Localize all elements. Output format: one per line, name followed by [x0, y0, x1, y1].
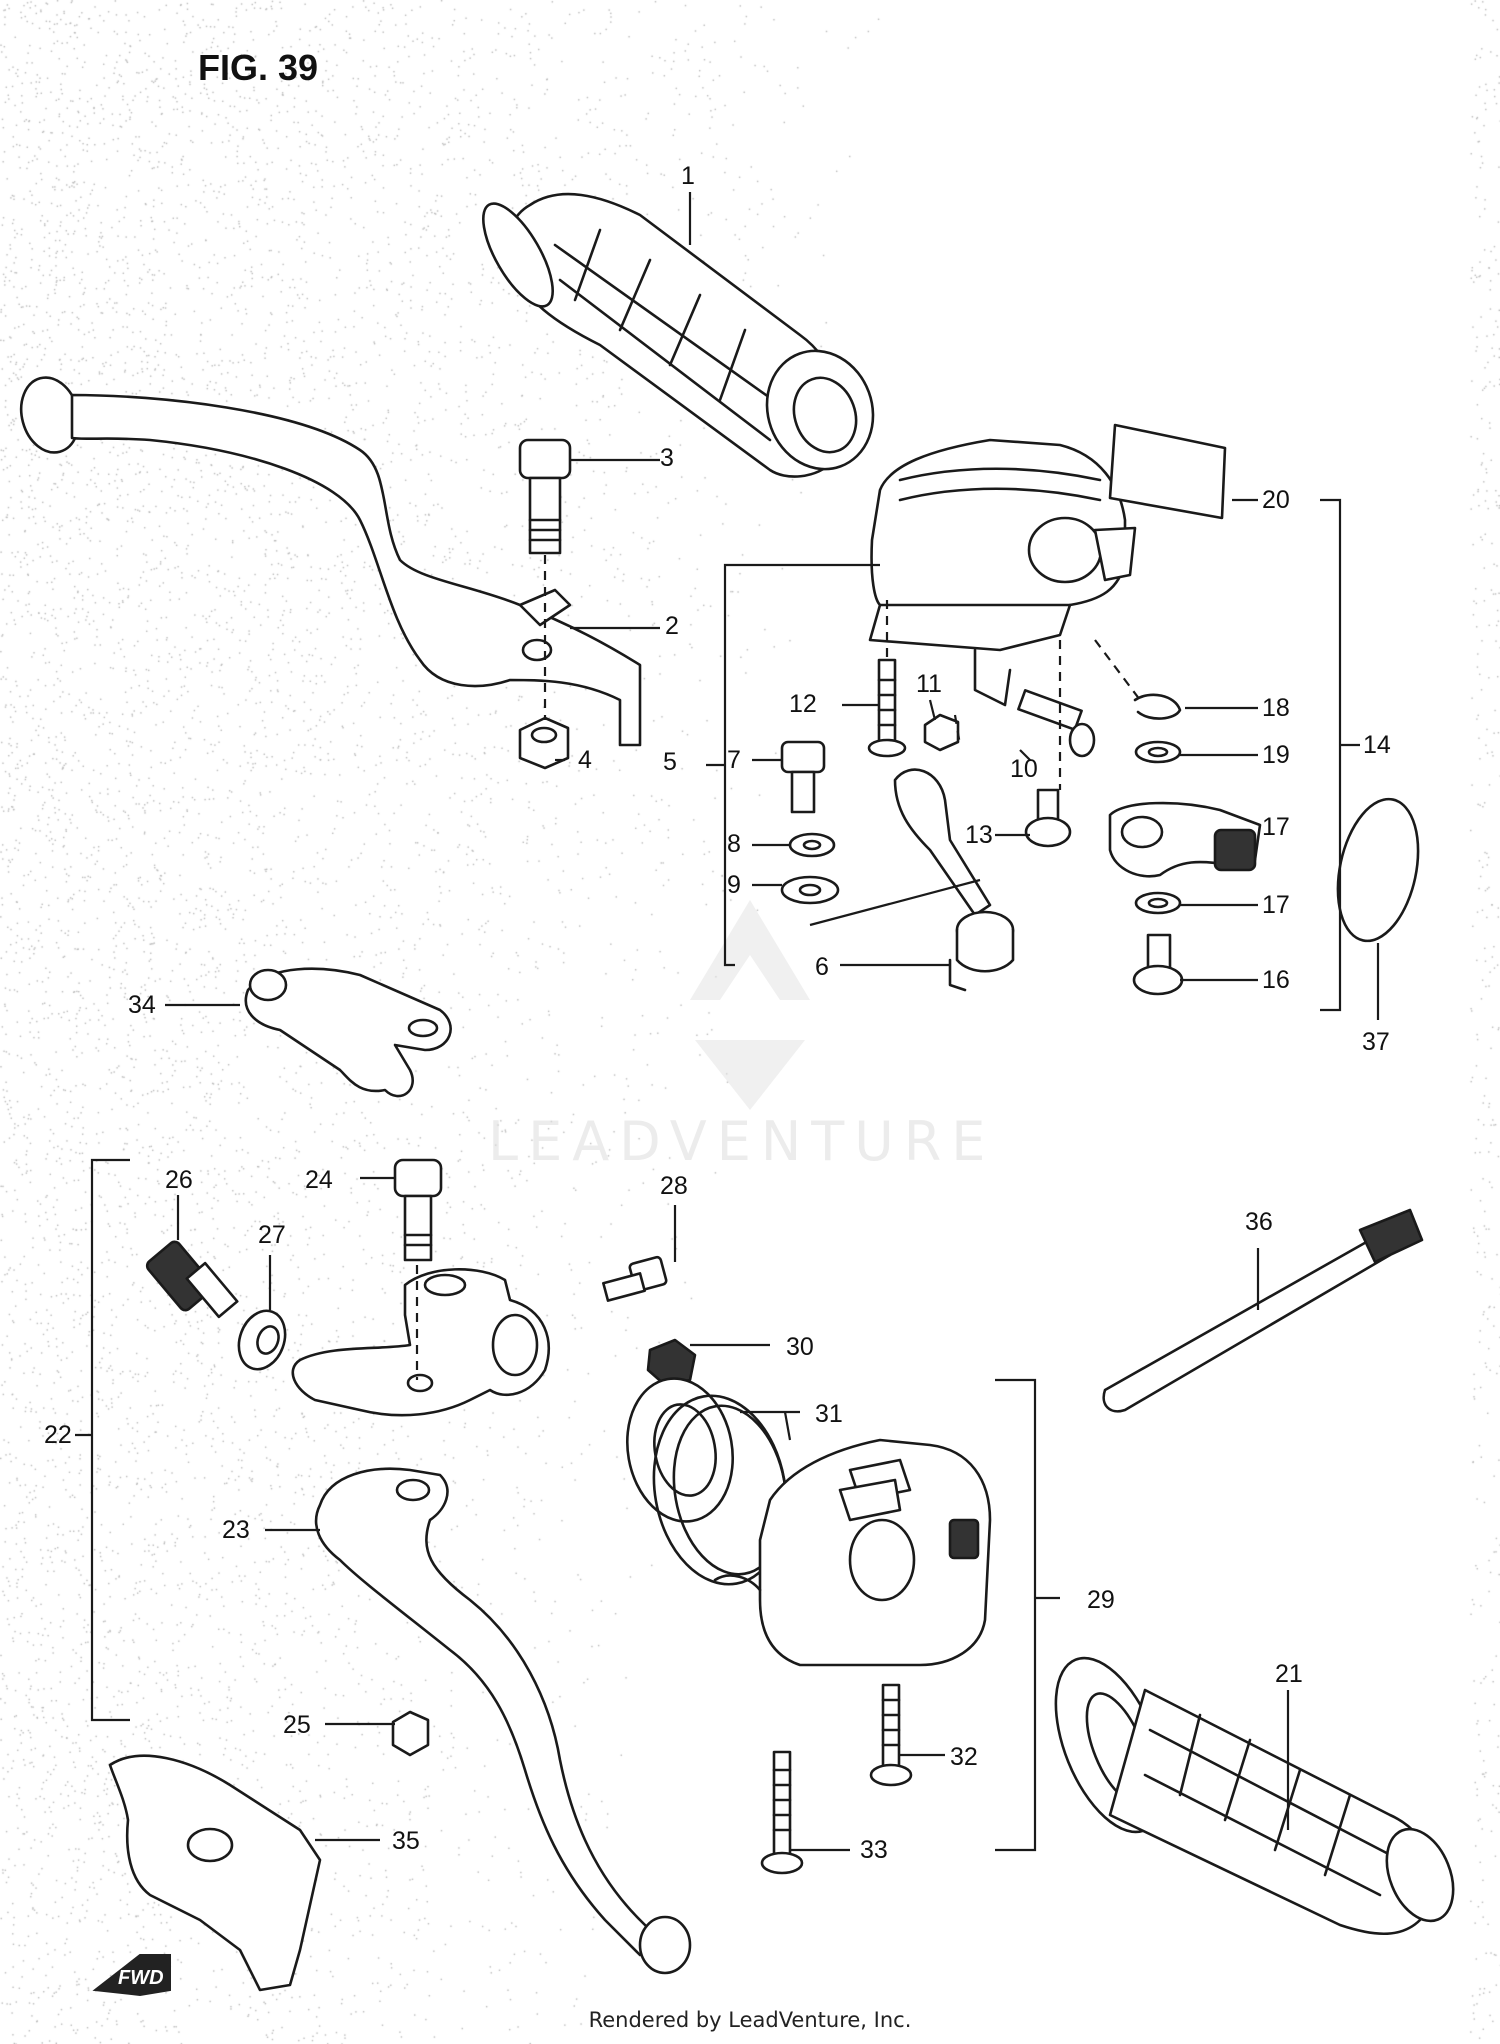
assembly-lines	[415, 555, 1141, 1380]
callout-25: 25	[283, 1711, 311, 1739]
part-32-screw	[869, 1683, 913, 1787]
watermark: LEADVENTURE	[488, 900, 995, 1173]
callout-36: 36	[1245, 1208, 1273, 1236]
footer-credit: Rendered by LeadVenture, Inc.	[588, 2008, 912, 2032]
part-31-ring	[625, 1377, 788, 1586]
part-35-lever-cover	[108, 1754, 322, 1992]
part-37-o-ring	[1336, 797, 1420, 943]
part-6-lever-switch	[893, 768, 1015, 992]
leader-lines	[165, 192, 1380, 1852]
callout-11: 11	[916, 670, 942, 698]
part-10-screw	[1017, 689, 1096, 758]
callout-23: 23	[222, 1516, 250, 1544]
part-4-nut	[518, 716, 570, 770]
callout-30: 30	[786, 1333, 814, 1361]
callout-12: 12	[789, 690, 817, 718]
callout-6: 6	[815, 953, 829, 981]
callout-35: 35	[392, 1827, 420, 1855]
part-17-washer	[1134, 891, 1182, 915]
callout-21: 21	[1275, 1660, 1303, 1688]
fwd-text: FWD	[118, 1967, 164, 1989]
callout-26: 26	[165, 1166, 193, 1194]
callout-2: 2	[665, 612, 679, 640]
callout-20: 20	[1262, 486, 1290, 514]
callout-33: 33	[860, 1836, 888, 1864]
part-8-washer	[788, 832, 836, 858]
part-1-grip	[482, 192, 875, 478]
part-28-screw	[602, 1255, 668, 1302]
part-13-screw	[1024, 788, 1072, 848]
part-34-bracket	[244, 967, 452, 1098]
figure-title: FIG. 39	[198, 47, 318, 88]
callout-7: 7	[727, 746, 741, 774]
callout-18: 18	[1262, 694, 1290, 722]
callout-9: 9	[727, 871, 741, 899]
fwd-arrow: FWD	[92, 1954, 171, 1997]
callout-5: 5	[663, 748, 677, 776]
callout-8: 8	[727, 830, 741, 858]
callout-34: 34	[128, 991, 156, 1019]
callout-22: 22	[44, 1421, 72, 1449]
part-36-cable-tie	[1102, 1208, 1424, 1413]
callout-27: 27	[258, 1221, 286, 1249]
callout-labels: 1 2 3 4 5 6 7 8 9 10 11 12 13 14 16 17 1…	[44, 162, 1391, 1864]
callout-29: 29	[1087, 1586, 1115, 1614]
part-12-screw	[867, 658, 907, 758]
part-27-locknut	[237, 1309, 287, 1371]
part-30-clamp	[646, 1338, 697, 1387]
part-7-bolt	[780, 740, 826, 814]
part-21-left-grip	[1054, 1656, 1455, 1936]
callout-3: 3	[660, 444, 674, 472]
part-22-clutch-bracket	[291, 1268, 550, 1417]
callout-17-lower: 17	[1262, 891, 1290, 919]
part-26-adjuster	[145, 1240, 239, 1319]
assembly-brackets	[75, 498, 1360, 1852]
part-29-left-switch	[713, 1438, 992, 1667]
part-33-screw	[760, 1750, 804, 1875]
part-18-clip	[1133, 693, 1182, 720]
part-25-nut	[391, 1710, 430, 1757]
part-24-bolt	[393, 1158, 443, 1262]
part-14-switch-housing	[868, 438, 1137, 707]
watermark-logo	[690, 900, 810, 1000]
callout-14: 14	[1363, 731, 1391, 759]
callout-16: 16	[1262, 966, 1290, 994]
part-19-washer	[1134, 740, 1182, 764]
part-20-label	[1108, 423, 1227, 520]
watermark-text: LEADVENTURE	[488, 1110, 995, 1173]
part-15-switch-body	[1108, 801, 1262, 878]
callout-28: 28	[660, 1172, 688, 1200]
part-16-screw	[1132, 933, 1184, 996]
callout-1: 1	[681, 162, 695, 190]
callout-37: 37	[1362, 1028, 1390, 1056]
callout-32: 32	[950, 1743, 978, 1771]
callout-24: 24	[305, 1166, 333, 1194]
part-11-nut	[923, 713, 960, 752]
part-23-clutch-lever	[314, 1467, 692, 1975]
callout-19: 19	[1262, 741, 1290, 769]
part-9-washer	[780, 875, 840, 905]
callout-31: 31	[815, 1400, 843, 1428]
callout-4: 4	[578, 746, 592, 774]
part-3-pivot-bolt	[518, 438, 572, 555]
callout-13: 13	[965, 821, 993, 849]
callout-10: 10	[1010, 755, 1038, 783]
callout-17-upper: 17	[1262, 813, 1290, 841]
